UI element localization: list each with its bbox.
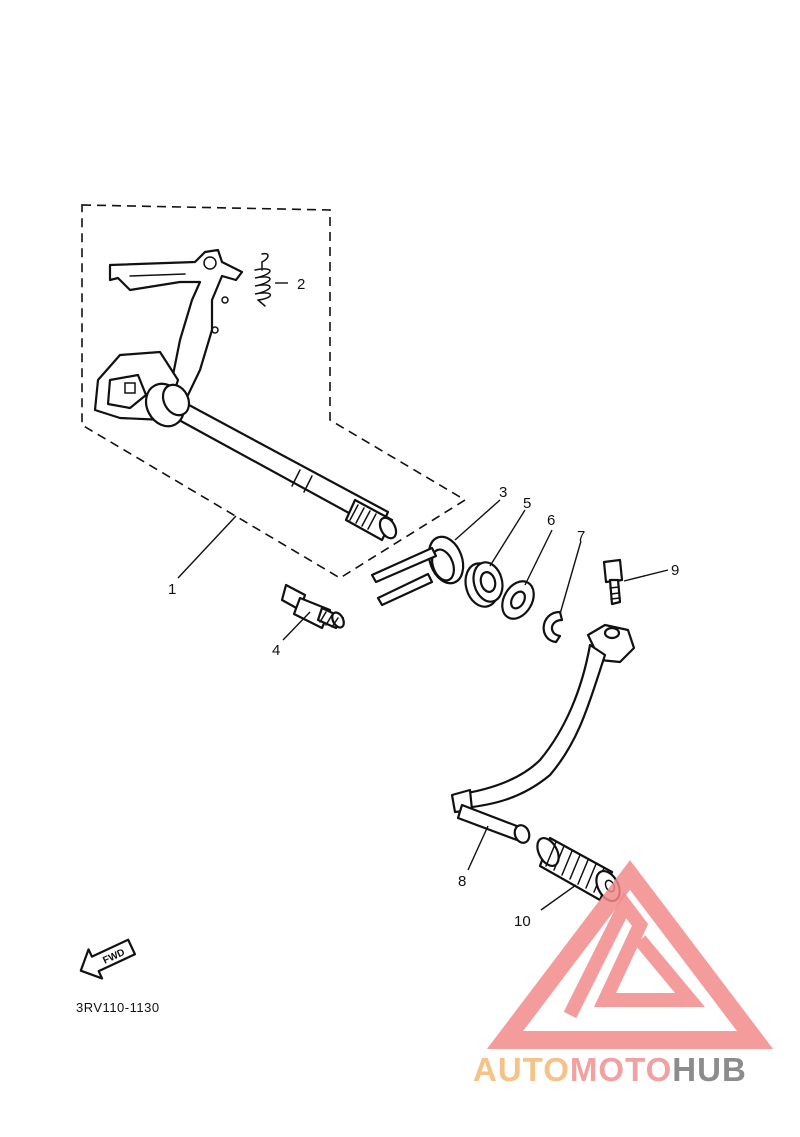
leader-7 [559,540,582,615]
leader-6 [524,529,553,586]
shift-pedal [450,623,636,844]
callout-2: 2 [297,276,305,293]
drawing-code: 3RV110-1130 [76,1000,160,1015]
callout-1: 1 [168,581,176,598]
return-spring [370,535,465,607]
oil-seal [464,561,504,608]
watermark-moto: MOTO [570,1051,672,1088]
stud-bolt [280,583,345,630]
shift-shaft-assembly [93,248,398,542]
callout-10: 10 [514,913,531,930]
circlip [542,610,564,644]
leader-3 [454,499,501,541]
callout-5: 5 [523,495,531,512]
leader-1 [177,515,237,579]
spring [254,252,272,307]
bolt [602,558,624,606]
callout-4: 4 [272,642,280,659]
callout-6: 6 [547,512,555,529]
watermark-auto: AUTO [473,1051,570,1088]
fwd-arrow-icon: FWD [79,938,137,980]
watermark-hub: HUB [672,1051,747,1088]
callout-9: 9 [671,562,679,579]
watermark-text: AUTOMOTOHUB [473,1051,747,1088]
leader-8 [467,825,489,871]
leader-10 [540,884,577,911]
leader-9 [623,569,669,582]
leader-4 [282,611,311,641]
callout-8: 8 [458,873,466,890]
washer [501,580,535,620]
callout-3: 3 [499,484,507,501]
callout-7: 7 [577,528,585,545]
assembly-boundary [81,204,467,579]
leader-5 [489,509,526,567]
watermark-logo [486,860,774,1049]
